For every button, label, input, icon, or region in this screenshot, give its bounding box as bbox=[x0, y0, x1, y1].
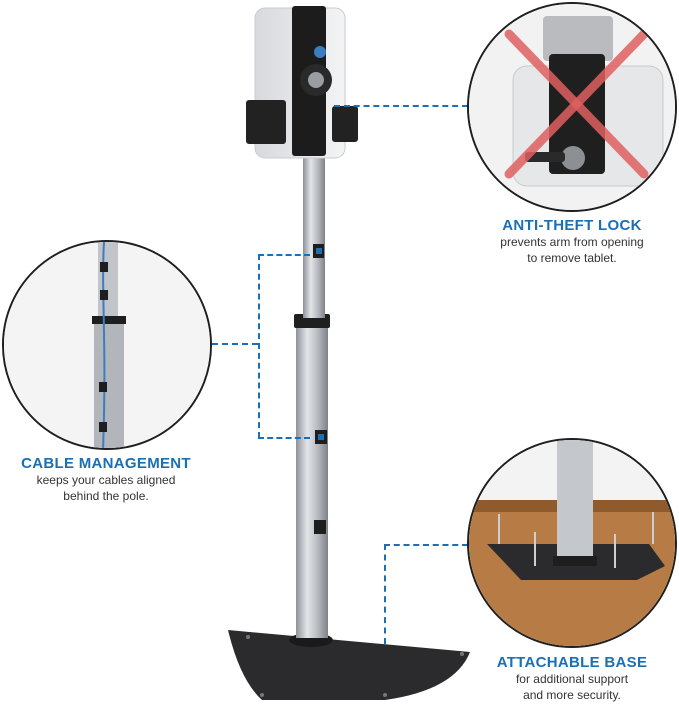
lock-title: ANTI-THEFT LOCK bbox=[502, 217, 642, 234]
pole-foot bbox=[553, 556, 597, 566]
base-title: ATTACHABLE BASE bbox=[496, 654, 648, 671]
cable-connector-top bbox=[258, 254, 310, 256]
lock-connector-line bbox=[334, 105, 468, 107]
base-connector-vertical bbox=[384, 544, 386, 644]
lock-key bbox=[525, 152, 565, 162]
pivot-center bbox=[308, 72, 324, 88]
lock-cylinder bbox=[561, 146, 585, 170]
cable-clip bbox=[314, 520, 326, 534]
lock-caption: ANTI-THEFT LOCK prevents arm from openin… bbox=[466, 217, 678, 266]
cable-clip bbox=[100, 290, 108, 300]
cable-clip-dot bbox=[318, 434, 324, 440]
base-hole bbox=[246, 635, 250, 639]
cable-caption: CABLE MANAGEMENT keeps your cables align… bbox=[0, 455, 212, 504]
cable-desc-line1: keeps your cables aligned bbox=[36, 473, 176, 487]
cable-clip bbox=[99, 382, 107, 392]
cable-connector-vertical bbox=[258, 254, 260, 438]
bracket-arm bbox=[543, 16, 613, 61]
base-plate bbox=[228, 630, 470, 700]
base-connector-top bbox=[384, 544, 468, 546]
base-hole bbox=[383, 693, 387, 697]
cable-connector-bottom bbox=[258, 437, 310, 439]
base-caption: ATTACHABLE BASE for additional support a… bbox=[466, 654, 678, 703]
lower-pole bbox=[296, 318, 328, 638]
lock-desc-line1: prevents arm from opening bbox=[500, 235, 644, 249]
base-desc-line1: for additional support bbox=[515, 672, 629, 686]
side-clamp-right bbox=[332, 106, 358, 142]
lock-key-dot bbox=[314, 46, 326, 58]
cable-title: CABLE MANAGEMENT bbox=[21, 455, 191, 472]
cable-closeup-image bbox=[4, 242, 210, 448]
cable-clip bbox=[99, 422, 107, 432]
base-closeup-image bbox=[469, 440, 675, 646]
pole-bottom bbox=[557, 440, 593, 562]
cable-clip bbox=[100, 262, 108, 272]
base-closeup-circle bbox=[467, 438, 677, 648]
base-desc-line2: and more security. bbox=[523, 688, 621, 702]
cable-desc-line2: behind the pole. bbox=[63, 489, 149, 503]
cable bbox=[102, 242, 106, 448]
cable-clip-dot bbox=[316, 248, 322, 254]
lock-desc-line2: to remove tablet. bbox=[527, 251, 617, 265]
cable-connector-left bbox=[212, 343, 258, 345]
cable-closeup-circle bbox=[2, 240, 212, 450]
lock-closeup-image bbox=[469, 4, 675, 210]
lower-pole-segment bbox=[94, 318, 124, 448]
base-hole bbox=[460, 652, 464, 656]
side-clamp-left bbox=[246, 100, 286, 144]
upper-pole-segment bbox=[98, 242, 118, 322]
pole-collar bbox=[92, 316, 126, 324]
cross-line bbox=[504, 29, 649, 179]
lock-closeup-circle bbox=[467, 2, 677, 212]
base-hole bbox=[260, 693, 264, 697]
